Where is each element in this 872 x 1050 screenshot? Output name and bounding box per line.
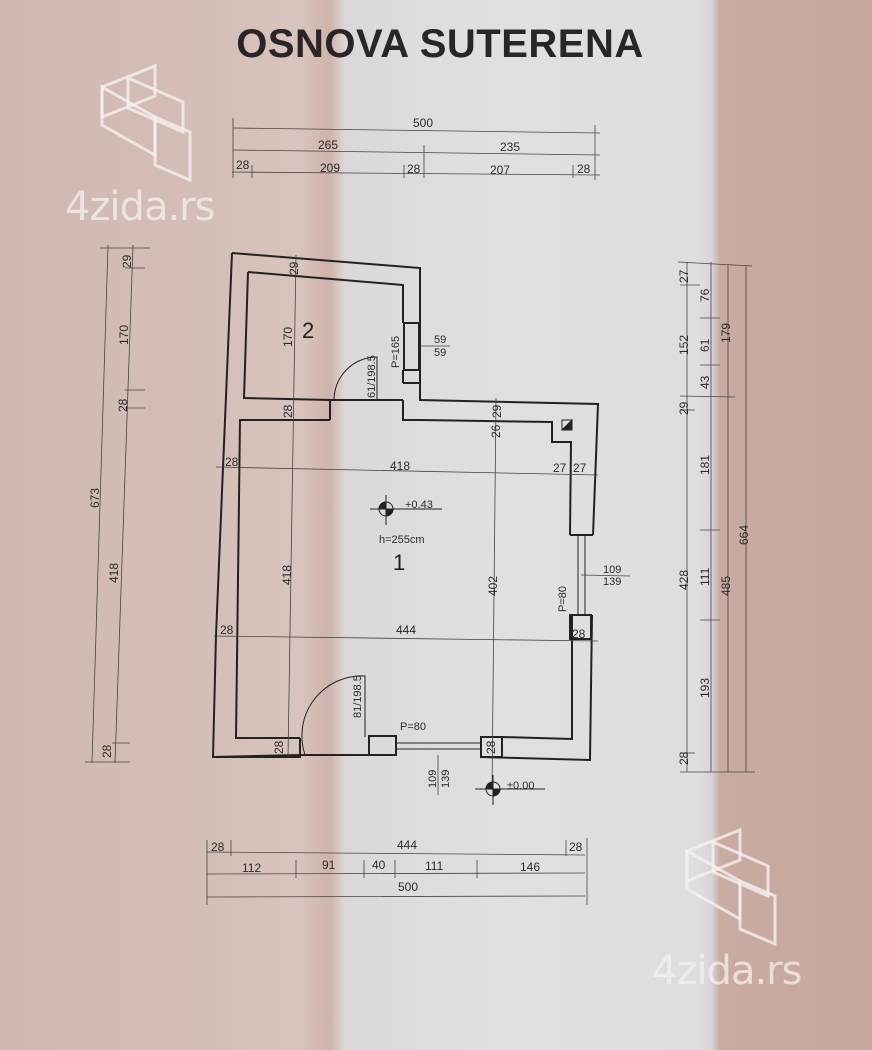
- dimension-label: 43: [698, 375, 712, 389]
- dimension-label: 59: [434, 347, 446, 359]
- dimension-label: 418: [280, 565, 294, 585]
- plan-title: OSNOVA SUTERENA: [236, 22, 644, 66]
- dimension-label: 109: [603, 564, 621, 576]
- room-1-label: 1: [393, 550, 405, 575]
- watermark-suffix: .rs: [167, 184, 215, 230]
- dimension-label: 28: [220, 623, 234, 637]
- dimension-label: 28: [116, 398, 130, 412]
- dimension-label: 28: [100, 744, 114, 758]
- dimension-label: 28: [211, 840, 225, 854]
- dimension-label: 428: [677, 570, 691, 590]
- dimension-label: 111: [425, 859, 444, 873]
- dimension-label: 402: [486, 576, 500, 596]
- dimension-label: 209: [320, 161, 340, 175]
- dimension-label: 28: [225, 455, 239, 469]
- dimension-label: 27: [573, 461, 587, 475]
- watermark-suffix: .rs: [754, 948, 802, 994]
- dimension-label: 235: [500, 140, 520, 154]
- dimension-label: 664: [737, 525, 751, 545]
- room-2-label: 2: [302, 318, 314, 343]
- watermark-logo-icon: [100, 63, 192, 182]
- dimension-label: 170: [281, 327, 295, 347]
- dimension-label: 29: [490, 404, 504, 418]
- level-room1: +0.43: [405, 499, 433, 511]
- dimension-label: 28: [272, 740, 286, 754]
- watermark-logo-icon: [685, 827, 777, 946]
- dimension-label: 28: [281, 404, 295, 418]
- dimension-label: 139: [603, 576, 621, 588]
- dimension-label: 81/198.5: [352, 675, 364, 718]
- dimension-label: P=80: [400, 721, 426, 733]
- dimension-label: 27: [677, 269, 691, 283]
- dimension-label: 28: [577, 162, 591, 176]
- dimension-label: 29: [677, 401, 691, 415]
- dimension-label: 91: [322, 858, 336, 872]
- dimension-label: 112: [242, 861, 261, 875]
- dimension-label: 170: [117, 325, 131, 345]
- dimension-label: 61: [698, 338, 712, 352]
- dimension-label: 500: [413, 116, 433, 130]
- watermark-text: 4zida: [65, 184, 168, 230]
- level-entry: ±0.00: [507, 780, 534, 792]
- dimension-label: 40: [372, 858, 386, 872]
- dimension-label: 444: [397, 838, 417, 852]
- dimension-label: 27: [553, 461, 567, 475]
- dimension-label: 418: [107, 563, 121, 583]
- dimension-label: 59: [434, 334, 446, 346]
- dimension-label: 418: [390, 459, 410, 473]
- dimension-label: 61/198.5: [366, 355, 378, 398]
- dimension-label: 28: [569, 840, 583, 854]
- dimension-label: 29: [287, 261, 301, 275]
- dimension-label: 181: [698, 455, 712, 475]
- dimension-label: 26: [489, 424, 503, 438]
- dimension-label: 193: [698, 678, 712, 698]
- dimension-label: 500: [398, 880, 418, 894]
- watermark-top-left: 4zida.rs: [65, 62, 235, 242]
- watermark-bottom-right: 4zida.rs: [652, 826, 820, 1006]
- dimension-label: 109: [427, 770, 439, 788]
- dimension-label: 29: [120, 254, 134, 268]
- dimension-label: 28: [236, 158, 250, 172]
- dimension-label: 28: [484, 740, 498, 754]
- dimension-label: 152: [677, 335, 691, 355]
- dimension-label: 265: [318, 138, 338, 152]
- dimension-label: P=165: [390, 336, 402, 368]
- dimension-label: 485: [719, 576, 733, 596]
- dimension-label: 28: [572, 627, 586, 641]
- dimension-label: 111: [698, 567, 712, 586]
- watermark-text: 4zida: [652, 948, 755, 994]
- dimension-label: 207: [490, 163, 510, 177]
- dimension-label: 673: [88, 488, 102, 508]
- dimension-label: 146: [520, 860, 540, 874]
- dimension-label: 444: [396, 623, 416, 637]
- room-height: h=255cm: [379, 534, 425, 546]
- dimension-label: 179: [719, 323, 733, 343]
- dimension-label: 76: [698, 288, 712, 302]
- dimension-label: 28: [407, 162, 421, 176]
- dimension-label: P=80: [557, 586, 569, 612]
- dimension-label: 28: [677, 751, 691, 765]
- dimension-label: 139: [440, 770, 452, 788]
